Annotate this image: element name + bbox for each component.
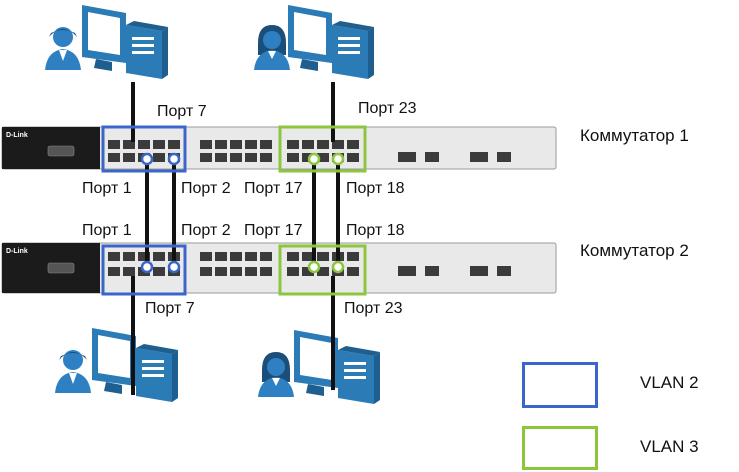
sw2-vlan2-group: [101, 244, 187, 296]
switch-1-name: Коммутатор 1: [580, 126, 689, 145]
sw1-port18-marker: [331, 152, 345, 166]
sw1-port2-marker: [167, 152, 181, 166]
sw2-vlan3-group: [278, 244, 367, 296]
label-sw1-port18: Порт 18: [346, 180, 405, 197]
sw1-vlan2-group: [101, 125, 187, 173]
vlan-groups: [101, 125, 367, 296]
sw2-port18-marker: [331, 260, 345, 274]
legend-vlan2-swatch: [522, 362, 598, 408]
switch-1-brand: D-Link: [6, 132, 28, 139]
label-sw2-port18: Порт 18: [346, 222, 405, 239]
switch-1-ports: [108, 140, 511, 162]
legend-vlan2-label: VLAN 2: [640, 373, 699, 392]
legend-vlan3-swatch: [522, 426, 598, 470]
sw1-vlan3-group: [278, 125, 367, 173]
desktop-computer-icon: [82, 5, 168, 79]
label-sw2-port2: Порт 2: [181, 222, 231, 239]
sw1-port1-marker: [140, 152, 154, 166]
user-female-icon: [258, 352, 294, 397]
label-sw2-port17: Порт 17: [244, 222, 303, 239]
label-sw2-port7: Порт 7: [145, 300, 195, 317]
switch-2-brand: D-Link: [6, 248, 28, 255]
legend-vlan3-label: VLAN 3: [640, 437, 699, 456]
label-sw1-port23: Порт 23: [358, 100, 417, 117]
label-sw1-port7: Порт 7: [157, 103, 207, 120]
label-sw1-port2: Порт 2: [181, 180, 231, 197]
label-sw2-port1: Порт 1: [82, 222, 132, 239]
workstation-bottom-right: [258, 330, 380, 404]
sw2-port2-marker: [167, 260, 181, 274]
switch-2-name: Коммутатор 2: [580, 241, 689, 260]
label-sw2-port23: Порт 23: [344, 300, 403, 317]
sw2-port17-marker: [307, 260, 321, 274]
user-female-icon: [254, 25, 290, 70]
sw1-port17-marker: [307, 152, 321, 166]
desktop-computer-icon: [294, 330, 380, 404]
label-sw1-port17: Порт 17: [244, 180, 303, 197]
user-male-icon: [55, 350, 91, 393]
user-male-icon: [45, 27, 81, 70]
sw2-port1-marker: [140, 260, 154, 274]
workstation-top-right: [254, 5, 374, 79]
workstation-bottom-left: [55, 328, 178, 402]
workstation-top-left: [45, 5, 168, 79]
desktop-computer-icon: [92, 328, 178, 402]
label-sw1-port1: Порт 1: [82, 180, 132, 197]
desktop-computer-icon: [288, 5, 374, 79]
port-markers: [140, 152, 345, 274]
